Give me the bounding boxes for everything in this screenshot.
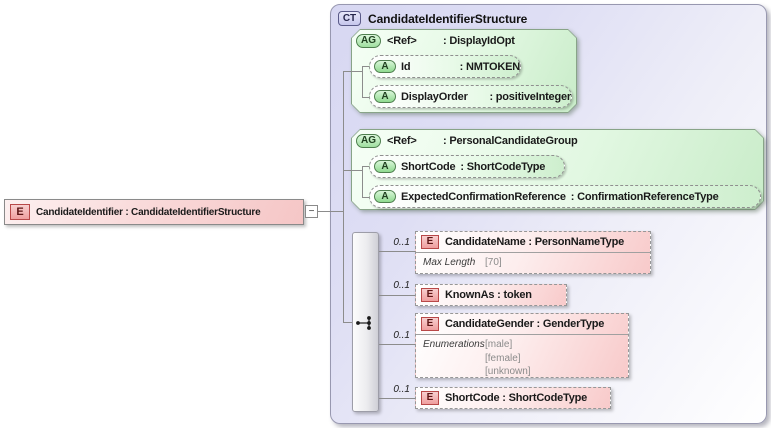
element-badge-icon: E bbox=[421, 391, 439, 405]
connector-line bbox=[343, 322, 352, 323]
attribute-type: : NMTOKEN bbox=[459, 60, 521, 73]
element-label: CandidateIdentifier : CandidateIdentifie… bbox=[36, 206, 261, 218]
attribute-group-personalcandidategroup[interactable]: AG <Ref> : PersonalCandidateGroup A Shor… bbox=[351, 129, 764, 210]
element-badge-icon: E bbox=[10, 204, 30, 220]
attribute-type: : ConfirmationReferenceType bbox=[570, 190, 719, 203]
attribute-type: : positiveInteger bbox=[489, 90, 571, 103]
connector-line bbox=[362, 97, 369, 98]
complex-type-badge-icon: CT bbox=[338, 11, 361, 26]
connector-line bbox=[362, 197, 369, 198]
facet-value: [female] bbox=[485, 352, 521, 364]
element-label: KnownAs : token bbox=[445, 289, 532, 301]
attribute-group-type: : PersonalCandidateGroup bbox=[443, 135, 578, 147]
attribute-badge-icon: A bbox=[374, 60, 396, 73]
facet-row: Max Length [70] bbox=[416, 253, 650, 270]
facet-value: [male] bbox=[485, 339, 513, 350]
complex-type-title: CandidateIdentifierStructure bbox=[368, 11, 528, 26]
attribute-group-ref: <Ref> bbox=[387, 135, 417, 147]
cardinality-label: 0..1 bbox=[393, 384, 410, 395]
minus-icon: − bbox=[308, 205, 315, 217]
facet-value: [unknown] bbox=[485, 366, 531, 377]
attribute-node-displayorder[interactable]: A DisplayOrder : positiveInteger bbox=[369, 85, 572, 108]
attribute-name: ShortCode bbox=[401, 160, 456, 173]
connector-line bbox=[379, 344, 415, 345]
cardinality-label: 0..1 bbox=[393, 237, 410, 248]
attribute-name: ExpectedConfirmationReference bbox=[401, 190, 566, 203]
element-node-candidatename[interactable]: E CandidateName : PersonNameType Max Len… bbox=[415, 231, 651, 274]
element-title-row: E CandidateIdentifier : CandidateIdentif… bbox=[5, 200, 303, 224]
attribute-group-header: AG <Ref> : PersonalCandidateGroup bbox=[356, 134, 578, 148]
element-title-row: E CandidateGender : GenderType bbox=[416, 314, 628, 335]
attribute-type: : ShortCodeType bbox=[460, 160, 546, 173]
connector-line bbox=[379, 251, 415, 252]
connector-line bbox=[362, 166, 363, 198]
connector-line bbox=[362, 66, 369, 67]
attribute-node-shortcode[interactable]: A ShortCode : ShortCodeType bbox=[369, 155, 565, 178]
attribute-badge-icon: A bbox=[374, 160, 396, 173]
attribute-node-id[interactable]: A Id : NMTOKEN bbox=[369, 55, 521, 78]
attribute-group-badge-icon: AG bbox=[356, 134, 381, 148]
element-title-row: E CandidateName : PersonNameType bbox=[416, 232, 650, 253]
facet-name: Max Length bbox=[423, 257, 476, 268]
attribute-group-header: AG <Ref> : DisplayIdOpt bbox=[356, 34, 515, 48]
connector-line bbox=[379, 295, 415, 296]
sequence-compositor-bar[interactable] bbox=[352, 232, 379, 412]
connector-trunk-line bbox=[343, 71, 344, 323]
facet-row: Enumerations [male] [female] [unknown] bbox=[416, 335, 628, 379]
element-badge-icon: E bbox=[421, 288, 439, 302]
connector-line bbox=[362, 166, 369, 167]
connector-line bbox=[343, 71, 351, 72]
facet-name: Enumerations bbox=[423, 339, 485, 350]
attribute-group-type: : DisplayIdOpt bbox=[443, 35, 515, 47]
element-badge-icon: E bbox=[421, 235, 439, 249]
cardinality-label: 0..1 bbox=[393, 280, 410, 291]
element-label: CandidateGender : GenderType bbox=[445, 318, 605, 330]
element-badge-icon: E bbox=[421, 317, 439, 331]
attribute-node-expectedconfirmationreference[interactable]: A ExpectedConfirmationReference : Confir… bbox=[369, 185, 761, 208]
connector-line bbox=[362, 66, 363, 98]
attribute-group-displayidopt[interactable]: AG <Ref> : DisplayIdOpt A Id : NMTOKEN A… bbox=[351, 29, 577, 113]
element-node-knownas[interactable]: E KnownAs : token bbox=[415, 284, 567, 306]
element-title-row: E ShortCode : ShortCodeType bbox=[416, 388, 610, 408]
complex-type-header: CT CandidateIdentifierStructure bbox=[338, 11, 527, 26]
attribute-name: DisplayOrder bbox=[401, 90, 468, 103]
connector-line bbox=[343, 170, 351, 171]
attribute-name: Id bbox=[401, 60, 411, 73]
connector-line bbox=[351, 71, 363, 72]
attribute-group-ref: <Ref> bbox=[387, 35, 417, 47]
cardinality-label: 0..1 bbox=[393, 330, 410, 341]
element-node-shortcode[interactable]: E ShortCode : ShortCodeType bbox=[415, 387, 611, 409]
facet-value: [70] bbox=[485, 257, 502, 268]
connector-line bbox=[379, 398, 415, 399]
element-node-candidategender[interactable]: E CandidateGender : GenderType Enumerati… bbox=[415, 313, 629, 378]
sequence-icon bbox=[356, 316, 371, 330]
collapse-toggle[interactable]: − bbox=[305, 205, 318, 218]
attribute-group-badge-icon: AG bbox=[356, 34, 381, 48]
connector-line bbox=[318, 211, 343, 212]
element-label: ShortCode : ShortCodeType bbox=[445, 392, 588, 404]
attribute-badge-icon: A bbox=[374, 190, 396, 203]
element-title-row: E KnownAs : token bbox=[416, 285, 566, 305]
element-label: CandidateName : PersonNameType bbox=[445, 236, 625, 248]
connector-line bbox=[351, 170, 363, 171]
element-node-candidateidentifier[interactable]: E CandidateIdentifier : CandidateIdentif… bbox=[4, 199, 304, 225]
attribute-badge-icon: A bbox=[374, 90, 396, 103]
